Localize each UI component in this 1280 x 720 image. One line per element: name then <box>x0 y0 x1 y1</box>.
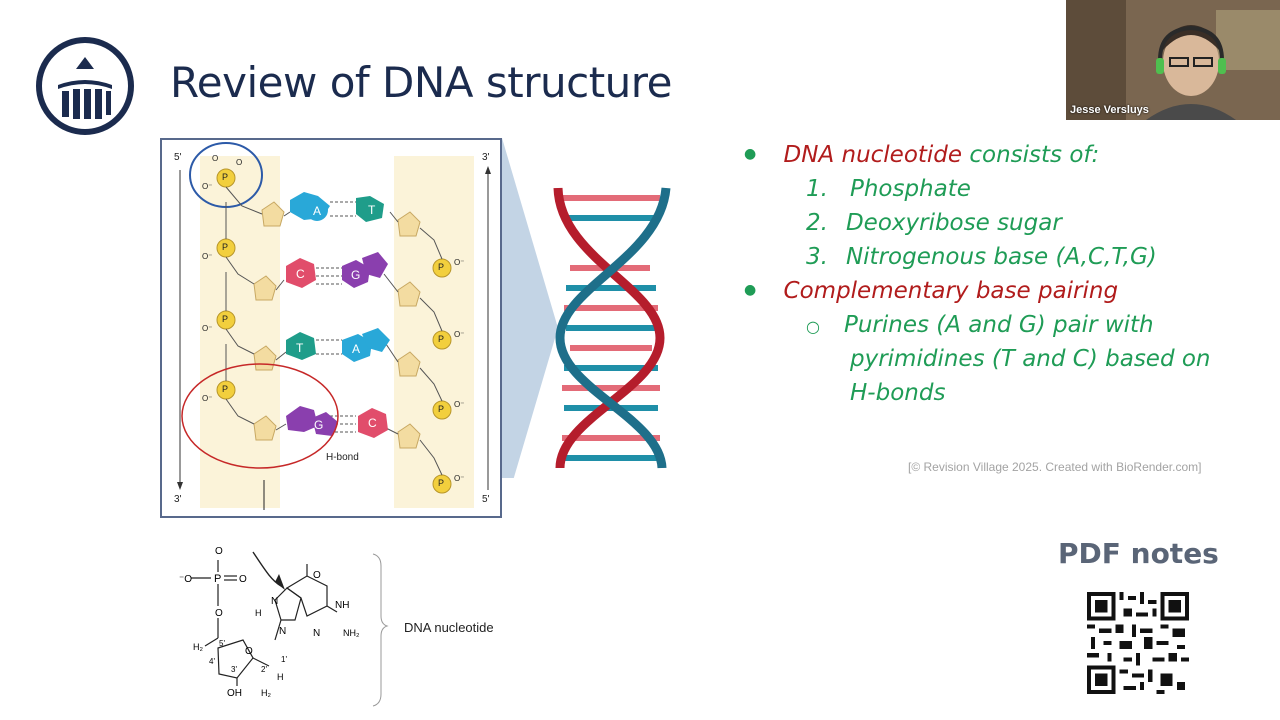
dna-strand-graphic <box>177 142 491 510</box>
dna-strand-diagram: 5' 3' 3' 5' P P P P P P P P O O O⁻ O⁻ O⁻… <box>160 138 502 518</box>
phosphate-label: P <box>438 334 445 344</box>
oxygen-minus-label: O⁻ <box>454 474 465 483</box>
webcam-name-label: Jesse Versluys <box>1070 104 1149 116</box>
oxygen-minus-label: O⁻ <box>202 182 213 191</box>
atom-label: O <box>245 646 253 657</box>
hbond-label: H-bond <box>326 452 359 463</box>
strand-5-prime-right: 5' <box>482 494 490 505</box>
atom-label: H₂ <box>261 688 271 698</box>
oxygen-minus-label: O⁻ <box>454 400 465 409</box>
oxygen-label: O <box>236 158 243 167</box>
note-item: ● Complementary base pairing <box>744 278 1119 304</box>
nucleotide-label: DNA nucleotide <box>404 620 494 635</box>
presenter-video <box>1066 0 1280 120</box>
phosphate-label: P <box>222 242 229 252</box>
oxygen-label: O <box>212 154 219 163</box>
atom-label: 1' <box>281 655 287 664</box>
slide-title: Review of DNA structure <box>170 58 672 107</box>
webcam-feed: Jesse Versluys <box>1066 0 1280 120</box>
credit-text: [© Revision Village 2025. Created with B… <box>908 460 1202 474</box>
phosphate-label: P <box>438 262 445 272</box>
oxygen-minus-label: O⁻ <box>202 324 213 333</box>
strand-5-prime-left: 5' <box>174 152 182 163</box>
phosphate-label: P <box>222 384 229 394</box>
note-item: 3.Nitrogenous base (A,C,T,G) <box>806 244 1157 270</box>
atom-label: 2' <box>261 665 267 674</box>
atom-label: 4' <box>209 657 215 666</box>
atom-label: H <box>255 608 262 618</box>
base-label-C: C <box>368 416 377 430</box>
note-item: 2.Deoxyribose sugar <box>806 210 1062 236</box>
atom-label: ⁻O <box>179 574 192 585</box>
atom-label: N <box>313 628 320 639</box>
note-item: pyrimidines (T and C) based on <box>850 346 1211 372</box>
atom-label: O <box>215 608 223 619</box>
atom-label: OH <box>227 688 242 699</box>
atom-label: N <box>271 596 278 607</box>
nucleotide-structure: O ⁻O P O O H₂ 5' O 4' 1' 3' 2' OH H₂ H O… <box>179 546 389 707</box>
note-item: 1.Phosphate <box>806 176 971 202</box>
atom-label: 5' <box>219 639 225 648</box>
note-item: ○Purines (A and G) pair with <box>806 312 1154 338</box>
base-label-T: T <box>296 341 304 355</box>
atom-label: H₂ <box>193 642 203 652</box>
atom-label: P <box>214 573 221 585</box>
phosphate-label: P <box>222 172 229 182</box>
base-label-A: A <box>313 204 322 218</box>
base-label-A: A <box>352 342 361 356</box>
atom-label: NH₂ <box>343 628 360 638</box>
base-label-C: C <box>296 267 305 281</box>
phosphate-label: P <box>438 478 445 488</box>
atom-label: O <box>313 570 321 581</box>
revision-village-logo-icon <box>36 37 134 135</box>
strand-3-prime-right: 3' <box>482 152 490 163</box>
oxygen-minus-label: O⁻ <box>454 330 465 339</box>
oxygen-minus-label: O⁻ <box>454 258 465 267</box>
atom-label: H <box>277 672 284 682</box>
atom-label: 3' <box>231 665 237 674</box>
base-label-G: G <box>351 268 361 282</box>
base-label-G: G <box>314 418 324 432</box>
pdf-notes-label: PDF notes <box>1058 537 1219 570</box>
oxygen-minus-label: O⁻ <box>202 394 213 403</box>
note-item: H-bonds <box>850 380 946 406</box>
phosphate-label: P <box>222 314 229 324</box>
strand-3-prime-left: 3' <box>174 494 182 505</box>
atom-label: N <box>279 626 286 637</box>
atom-label: NH <box>335 600 349 611</box>
phosphate-label: P <box>438 404 445 414</box>
atom-label: O <box>239 574 247 585</box>
base-label-T: T <box>368 203 376 217</box>
oxygen-minus-label: O⁻ <box>202 252 213 261</box>
double-helix-graphic <box>502 138 671 478</box>
note-item: ● DNA nucleotide consists of: <box>744 142 1100 168</box>
qr-code-icon[interactable] <box>1087 592 1189 694</box>
atom-label: O <box>215 546 223 557</box>
